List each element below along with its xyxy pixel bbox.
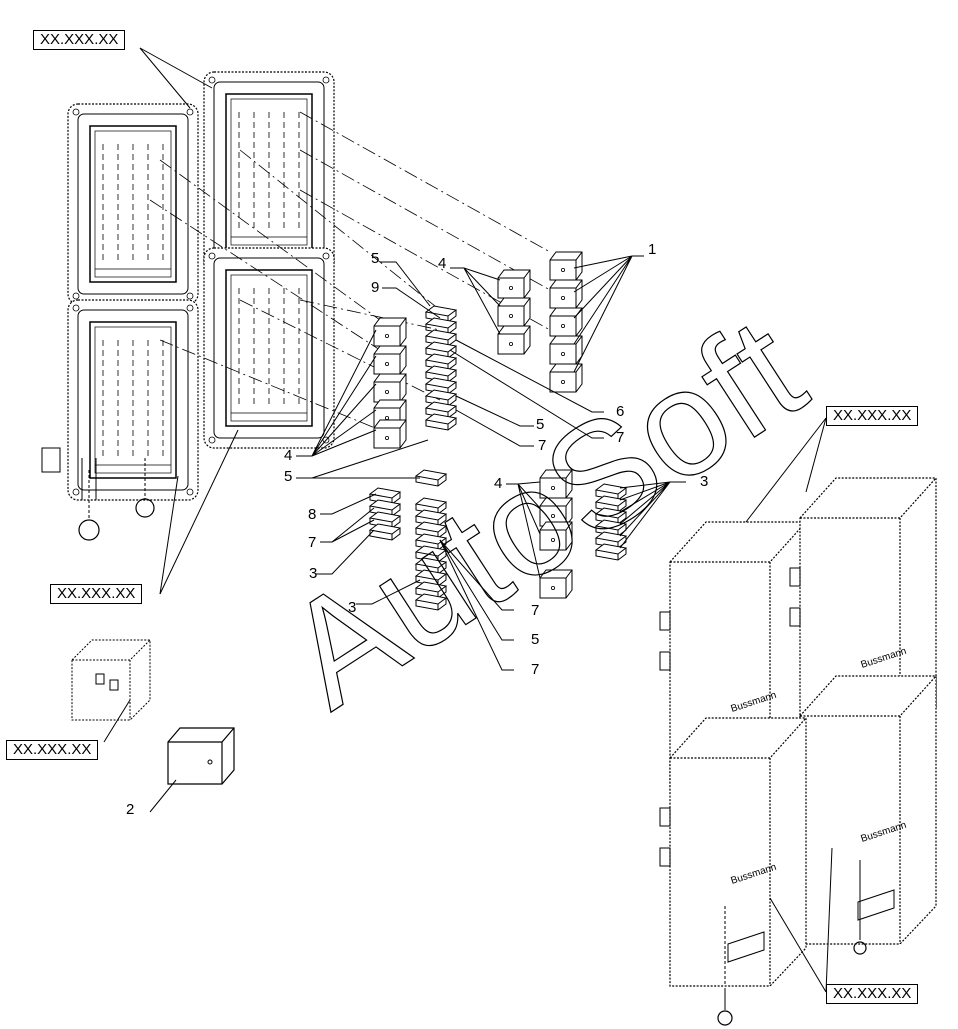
callout-2: 2 [126,801,135,818]
reference-label-fuse-boards-lower: XX.XXX.XX [50,584,143,604]
callout-3: 3 [309,565,318,582]
relays-group-1 [549,251,583,393]
callout-4: 4 [284,447,293,464]
callout-3: 3 [348,599,357,616]
callout-1: 1 [648,241,657,258]
reference-label-bussmann-upper: XX.XXX.XX [826,406,919,426]
callout-7: 7 [308,534,317,551]
callout-3: 3 [700,473,709,490]
callout-5: 5 [284,468,293,485]
reference-label-fuse-boards: XX.XXX.XX [33,30,126,50]
reference-label-bussmann-lower: XX.XXX.XX [826,984,919,1004]
relay-socket [71,639,151,721]
callout-5: 5 [536,416,545,433]
bussmann-box-assembly [659,477,937,1026]
callout-5: 5 [371,250,380,267]
relays-group-4-left [373,317,407,449]
callout-6: 6 [616,403,625,420]
callout-7: 7 [616,429,625,446]
callout-9: 9 [371,279,380,296]
callout-7: 7 [531,661,540,678]
callout-4: 4 [438,255,447,272]
relay-2 [167,727,235,785]
callout-7: 7 [531,602,540,619]
relays-group-4-top [497,269,531,355]
callout-8: 8 [308,506,317,523]
explode-guide-lines [149,111,551,431]
reference-label-relay-socket: XX.XXX.XX [6,740,99,760]
fuse-stack-9 [425,305,457,431]
callout-4: 4 [494,475,503,492]
fuse-board-assembly [41,71,335,541]
callout-5: 5 [531,631,540,648]
leader-lines [103,47,833,993]
callout-7: 7 [538,437,547,454]
